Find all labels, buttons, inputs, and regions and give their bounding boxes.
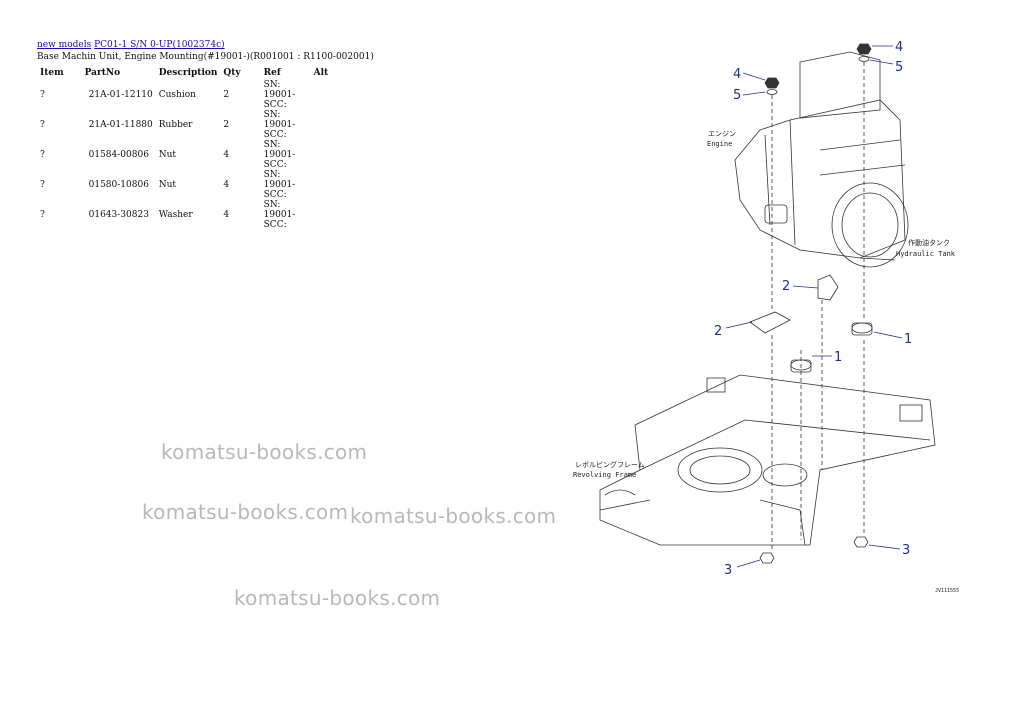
callout-4: 4 xyxy=(733,67,741,82)
callout-numbers: 4 5 4 5 2 2 1 1 3 3 xyxy=(714,40,912,578)
cell-qty: 4 xyxy=(223,210,230,220)
tank-label-jp: 作動油タンク xyxy=(908,238,950,247)
callout-5: 5 xyxy=(895,60,903,75)
parts-table-header: Item PartNo Description Qty Ref Alt xyxy=(37,66,331,80)
ref-scc: SCC: xyxy=(263,190,287,200)
assembly-guide-lines xyxy=(771,62,865,550)
ref-scc: SCC: xyxy=(263,160,287,170)
ref-serial: SN: 19001- xyxy=(263,140,296,160)
callout-3: 3 xyxy=(724,563,732,578)
cell-description: Nut xyxy=(158,150,177,160)
frame-label-en: Revolving Frame xyxy=(573,471,636,479)
cell-qty: 4 xyxy=(223,180,230,190)
callout-5: 5 xyxy=(733,88,741,103)
ref-scc: SCC: xyxy=(263,100,287,110)
callout-leaders xyxy=(725,45,903,568)
cell-item: ? xyxy=(40,210,45,220)
header-qty: Qty xyxy=(223,68,241,78)
watermark: komatsu-books.com xyxy=(234,586,441,610)
cell-qty: 4 xyxy=(223,150,230,160)
ref-serial: SN: 19001- xyxy=(263,200,296,220)
cell-description: Washer xyxy=(158,210,193,220)
header-alt: Alt xyxy=(313,68,329,78)
watermark: komatsu-books.com xyxy=(161,440,368,464)
cell-description: Rubber xyxy=(158,120,193,130)
diagram-labels: エンジン Engine 作動油タンク Hydraulic Tank レボルビング… xyxy=(573,130,959,594)
cell-partno: 01580-10806 xyxy=(88,180,149,190)
ref-serial: SN: 19001- xyxy=(263,80,296,100)
cell-item: ? xyxy=(40,180,45,190)
callout-2: 2 xyxy=(782,279,790,294)
breadcrumb-new-models-link[interactable]: new models xyxy=(37,40,92,50)
tank-label-en: Hydraulic Tank xyxy=(896,250,956,258)
figure-code: JV111555 xyxy=(935,588,959,594)
cell-partno: 21A-01-12110 xyxy=(88,90,153,100)
cell-alt xyxy=(311,170,332,200)
callout-1: 1 xyxy=(904,332,912,347)
cell-alt xyxy=(311,200,332,230)
ref-serial: SN: 19001- xyxy=(263,170,296,190)
ref-scc: SCC: xyxy=(263,130,287,140)
cell-qty: 2 xyxy=(223,120,230,130)
cell-item: ? xyxy=(40,150,45,160)
engine-drawing xyxy=(734,51,909,268)
cell-description: Cushion xyxy=(158,90,196,100)
cell-ref: SN: 19001-SCC: xyxy=(244,140,311,170)
cell-alt xyxy=(311,140,332,170)
mount-parts xyxy=(749,43,873,564)
exploded-parts-diagram: 4 5 4 5 2 2 1 1 3 3 エンジン Engine 作動油タンク H… xyxy=(573,40,959,594)
cell-ref: SN: 19001-SCC: xyxy=(244,110,311,140)
ref-serial: SN: 19001- xyxy=(263,110,296,130)
page-subtitle: Base Machin Unit, Engine Mounting(#19001… xyxy=(37,52,374,62)
header-partno: PartNo xyxy=(84,68,121,78)
cell-item: ? xyxy=(40,90,45,100)
callout-4: 4 xyxy=(895,40,903,55)
table-row: ? 01584-00806 Nut 4 SN: 19001-SCC: xyxy=(37,140,331,170)
revolving-frame-drawing xyxy=(599,374,936,546)
table-row: ? 21A-01-11880 Rubber 2 SN: 19001-SCC: xyxy=(37,110,331,140)
cell-alt xyxy=(311,110,332,140)
table-row: ? 21A-01-12110 Cushion 2 SN: 19001-SCC: xyxy=(37,80,331,110)
parts-table: Item PartNo Description Qty Ref Alt ? 21A… xyxy=(37,66,331,230)
cell-partno: 21A-01-11880 xyxy=(88,120,153,130)
callout-3: 3 xyxy=(902,543,910,558)
breadcrumb: new models PC01-1 S/N 0-UP(1002374c) xyxy=(37,40,225,50)
header-ref: Ref xyxy=(263,68,281,78)
cell-partno: 01643-30823 xyxy=(88,210,149,220)
frame-label-jp: レボルビングフレーム xyxy=(575,460,645,469)
engine-label-en: Engine xyxy=(707,140,732,148)
cell-description: Nut xyxy=(158,180,177,190)
cell-alt xyxy=(311,80,332,110)
watermark: komatsu-books.com xyxy=(350,504,557,528)
callout-2: 2 xyxy=(714,324,722,339)
header-item: Item xyxy=(40,68,64,78)
header-description: Description xyxy=(158,68,218,78)
cell-ref: SN: 19001-SCC: xyxy=(244,200,311,230)
cell-ref: SN: 19001-SCC: xyxy=(244,170,311,200)
table-row: ? 01580-10806 Nut 4 SN: 19001-SCC: xyxy=(37,170,331,200)
table-row: ? 01643-30823 Washer 4 SN: 19001-SCC: xyxy=(37,200,331,230)
engine-label-jp: エンジン xyxy=(708,130,736,138)
watermark: komatsu-books.com xyxy=(142,500,349,524)
cell-partno: 01584-00806 xyxy=(88,150,149,160)
cell-item: ? xyxy=(40,120,45,130)
ref-scc: SCC: xyxy=(263,220,287,230)
cell-qty: 2 xyxy=(223,90,230,100)
callout-1: 1 xyxy=(834,350,842,365)
cell-ref: SN: 19001-SCC: xyxy=(244,80,311,110)
breadcrumb-model-link[interactable]: PC01-1 S/N 0-UP(1002374c) xyxy=(94,40,225,50)
